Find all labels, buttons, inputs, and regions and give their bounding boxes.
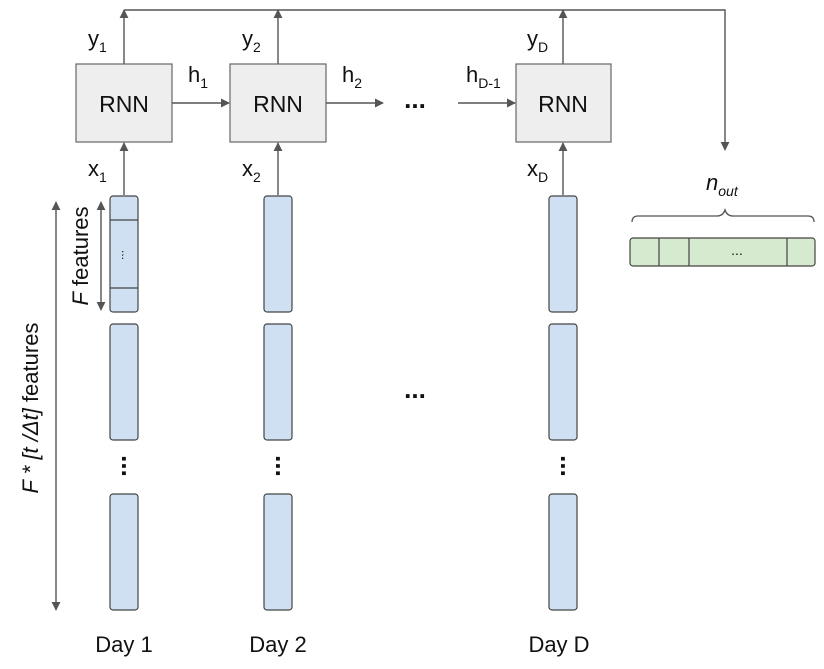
hidden-label-3: hD-1 [466, 62, 501, 91]
feature-block-1-3 [109, 493, 139, 611]
feature-span-label: F features [68, 206, 93, 305]
feature-block-1-1 [109, 195, 139, 313]
rnn-label-2: RNN [253, 91, 303, 117]
input-label-2: x2 [242, 156, 261, 185]
output-bus-line [124, 9, 730, 151]
rnn-box-1 [75, 63, 173, 143]
feature-block-2-1 [263, 195, 293, 313]
feature-block-3-2 [548, 323, 578, 441]
feature-block-2-2 [263, 323, 293, 441]
rnn-label-1: RNN [99, 91, 149, 117]
day-label-1: Day 1 [95, 632, 152, 657]
output-label-3: yD [527, 26, 548, 55]
days-ellipsis: ... [404, 374, 426, 404]
column-ellipsis-2: ... [270, 455, 300, 477]
feature-block-3-1 [548, 195, 578, 313]
feature-block-2-3 [263, 493, 293, 611]
input-label-3: xD [527, 156, 548, 185]
total-span-label: F * [t /Δt] features [18, 323, 43, 494]
feature-block-1-2 [109, 323, 139, 441]
output-label-2: y2 [242, 26, 261, 55]
feature-inner-ellipsis: ... [119, 250, 133, 260]
hidden-label-1: h1 [188, 62, 208, 91]
day-label-3: Day D [528, 632, 589, 657]
hidden-label-2: h2 [342, 62, 362, 91]
day-label-2: Day 2 [249, 632, 306, 657]
output-vector-label: nout [706, 170, 739, 199]
output-brace [631, 207, 815, 223]
feature-block-3-3 [548, 493, 578, 611]
rnn-label-3: RNN [538, 91, 588, 117]
rnn-box-2 [229, 63, 327, 143]
input-label-1: x1 [88, 156, 107, 185]
output-vector-ellipsis: ... [731, 242, 743, 258]
column-ellipsis-3: ... [555, 455, 585, 477]
output-label-1: y1 [88, 26, 107, 55]
hidden-ellipsis: ... [404, 84, 426, 114]
output-vector [629, 237, 816, 267]
rnn-box-3 [515, 63, 612, 143]
column-ellipsis-1: ... [116, 455, 146, 477]
